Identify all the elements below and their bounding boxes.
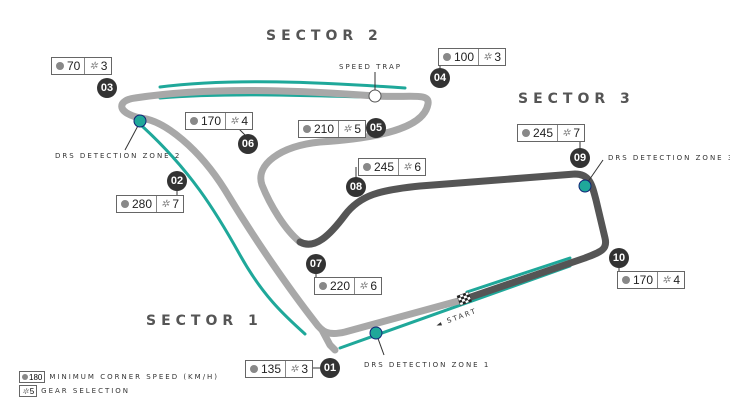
corner-speed: 170 — [201, 114, 222, 128]
drs-detection-1-marker — [369, 326, 383, 340]
speed-trap-label: SPEED TRAP — [339, 63, 402, 71]
corner-speed: 170 — [633, 273, 654, 287]
drs-zone-top-upper — [158, 80, 407, 90]
corner-09-number: 09 — [570, 148, 590, 168]
corner-speed: 245 — [533, 126, 554, 140]
corner-speed: 100 — [454, 50, 475, 64]
gear-icon: ✲ — [483, 51, 492, 63]
legend-gear: ✲5 GEAR SELECTION — [19, 385, 130, 397]
track-sectors-1-2 — [118, 86, 466, 354]
corner-gear: 4 — [241, 114, 249, 128]
legend-gear-label: GEAR SELECTION — [41, 387, 131, 395]
corner-04-number: 04 — [430, 68, 450, 88]
gear-icon: ✲ — [359, 280, 368, 292]
corner-08-info: 245 ✲6 — [358, 158, 427, 176]
corner-09-info: 245 ✲7 — [517, 124, 586, 142]
corner-08-number: 08 — [346, 177, 366, 197]
gear-icon: ✲ — [89, 60, 98, 72]
corner-speed: 280 — [132, 197, 153, 211]
drs-detection-markers — [124, 72, 604, 356]
speed-icon — [250, 365, 258, 373]
legend-gear-value: 5 — [29, 386, 35, 396]
corner-05-number: 05 — [366, 118, 386, 138]
corner-10-number: 10 — [609, 248, 629, 268]
corner-06-info: 170 ✲4 — [185, 112, 254, 130]
sector-1-label: SECTOR 1 — [146, 313, 263, 329]
gear-icon: ✲ — [403, 161, 412, 173]
gear-icon: ✲ — [662, 274, 671, 286]
corner-gear: 4 — [673, 273, 681, 287]
speed-icon — [121, 200, 129, 208]
speed-icon — [303, 125, 311, 133]
corner-speed: 245 — [374, 160, 395, 174]
speed-trap-marker — [368, 89, 382, 103]
drs-zone-t1-t3 — [140, 124, 307, 336]
corner-speed: 70 — [67, 59, 81, 73]
corner-07-number: 07 — [306, 254, 326, 274]
corner-gear: 6 — [370, 279, 378, 293]
gear-icon: ✲ — [562, 127, 571, 139]
corner-gear: 3 — [301, 362, 309, 376]
legend-speed-label: MINIMUM CORNER SPEED (KM/H) — [49, 373, 220, 381]
speed-icon — [56, 62, 64, 70]
corner-07-info: 220 ✲6 — [314, 277, 383, 295]
corner-speed: 210 — [314, 122, 335, 136]
corner-01-number: 01 — [320, 358, 340, 378]
speed-icon — [363, 163, 371, 171]
corner-gear: 3 — [100, 59, 108, 73]
corner-gear: 3 — [494, 50, 502, 64]
speed-icon — [522, 129, 530, 137]
speed-icon — [319, 282, 327, 290]
corner-06-number: 06 — [238, 134, 258, 154]
gear-icon: ✲ — [290, 363, 299, 375]
speed-icon — [22, 374, 28, 380]
legend-speed: 180 MINIMUM CORNER SPEED (KM/H) — [19, 371, 219, 383]
track-t1-runoff — [318, 326, 339, 354]
sector-3-label: SECTOR 3 — [518, 91, 635, 107]
speed-icon — [190, 117, 198, 125]
corner-gear: 5 — [354, 122, 362, 136]
corner-02-info: 280 ✲7 — [116, 195, 185, 213]
corner-04-info: 100 ✲3 — [438, 48, 507, 66]
corner-02-number: 02 — [167, 171, 187, 191]
gear-icon: ✲ — [22, 386, 29, 396]
speed-icon — [443, 53, 451, 61]
checkered-flag-icon — [456, 291, 473, 306]
track-light — [118, 86, 466, 338]
drs-detection-3-marker — [578, 179, 592, 193]
corner-gear: 7 — [573, 126, 581, 140]
track-sector-3 — [296, 170, 610, 304]
gear-icon: ✲ — [343, 123, 352, 135]
speed-icon — [622, 276, 630, 284]
gear-icon: ✲ — [161, 198, 170, 210]
corner-05-info: 210 ✲5 — [298, 120, 367, 138]
corner-gear: 6 — [414, 160, 422, 174]
drs-detection-2-marker — [133, 114, 147, 128]
corner-01-info: 135 ✲3 — [245, 360, 314, 378]
drs-zone-main-straight-upper — [465, 256, 572, 294]
gear-icon: ✲ — [230, 115, 239, 127]
drs-zone-2-label: DRS DETECTION ZONE 2 — [55, 152, 182, 160]
sector-2-label: SECTOR 2 — [266, 28, 383, 44]
track-dark — [296, 170, 610, 304]
corner-speed: 220 — [330, 279, 351, 293]
corner-10-info: 170 ✲4 — [617, 271, 686, 289]
corner-gear: 7 — [172, 197, 180, 211]
legend-speed-value: 180 — [29, 372, 43, 382]
drs-zone-1-label: DRS DETECTION ZONE 1 — [364, 361, 491, 369]
corner-speed: 135 — [261, 362, 282, 376]
corner-03-info: 70 ✲3 — [51, 57, 113, 75]
drs-zone-3-label: DRS DETECTION ZONE 3 — [608, 154, 730, 162]
corner-03-number: 03 — [97, 78, 117, 98]
